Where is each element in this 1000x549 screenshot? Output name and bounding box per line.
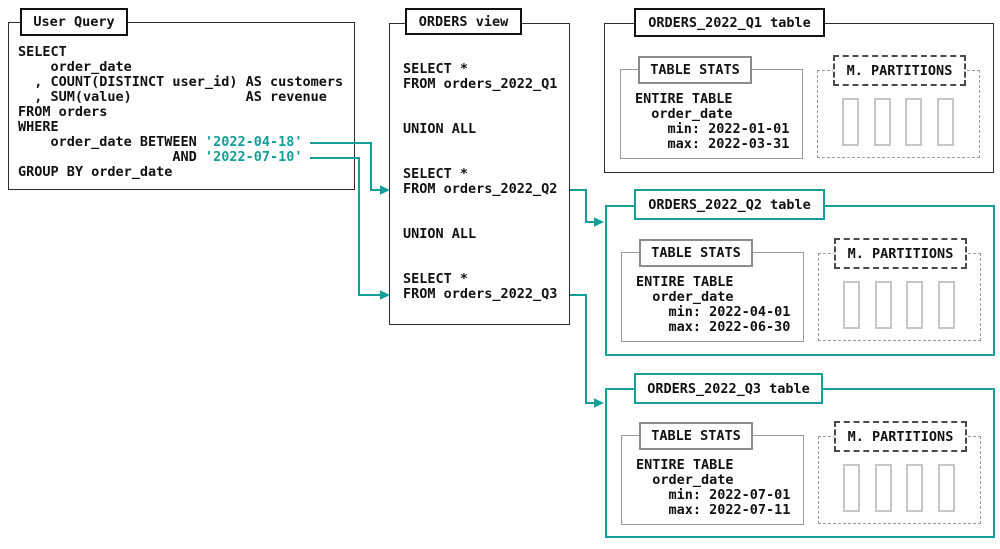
table-box-q2: TABLE STATS ENTIRE TABLE order_date min:… xyxy=(605,205,995,356)
user-query-box xyxy=(8,22,355,190)
date-from-literal: '2022-04-18' xyxy=(204,134,303,150)
arrow-view-to-q3-table xyxy=(570,294,594,404)
table-box-q1: TABLE STATS ENTIRE TABLE order_date min:… xyxy=(604,23,994,173)
partitions-title-q3: M. PARTITIONS xyxy=(834,421,967,452)
sql-text: AND xyxy=(172,149,197,165)
user-query-sql: SELECT order_date , COUNT(DISTINCT user_… xyxy=(18,44,344,181)
partition-cells-q1 xyxy=(842,98,954,146)
partition-cell xyxy=(843,464,860,512)
table-stats-box-q1: TABLE STATS ENTIRE TABLE order_date min:… xyxy=(620,56,803,159)
arrow-view-to-q2-table xyxy=(570,189,594,223)
partition-cell xyxy=(937,464,955,512)
table-stats-values-q2: ENTIRE TABLE order_date min: 2022-04-01 … xyxy=(636,274,791,335)
partition-cell xyxy=(906,464,923,512)
partition-cell xyxy=(874,464,892,512)
orders-view-sql: SELECT * FROM orders_2022_Q1 UNION ALL S… xyxy=(403,61,558,302)
partition-cell xyxy=(874,281,892,329)
partition-cell xyxy=(936,98,954,146)
partition-cell xyxy=(906,281,923,329)
table-box-q3: TABLE STATS ENTIRE TABLE order_date min:… xyxy=(605,388,995,538)
table-title-q2: ORDERS_2022_Q2 table xyxy=(634,189,825,220)
arrowhead xyxy=(594,398,604,408)
partitions-box-q3: M. PARTITIONS xyxy=(818,421,981,524)
table-title-q3: ORDERS_2022_Q3 table xyxy=(634,373,823,404)
partitions-box-q1: M. PARTITIONS xyxy=(817,55,980,158)
table-stats-box-q3: TABLE STATS ENTIRE TABLE order_date min:… xyxy=(621,422,804,525)
table-stats-title-q3: TABLE STATS xyxy=(639,422,753,450)
partitions-box-q2: M. PARTITIONS xyxy=(818,238,981,341)
date-to-literal: '2022-07-10' xyxy=(204,149,303,165)
orders-view-title: ORDERS view xyxy=(405,8,522,35)
table-title-q1: ORDERS_2022_Q1 table xyxy=(634,8,825,37)
partition-cell xyxy=(873,98,891,146)
partition-cell xyxy=(905,98,922,146)
partition-cells-q2 xyxy=(843,281,955,329)
partition-cell xyxy=(842,98,859,146)
partitions-title-q1: M. PARTITIONS xyxy=(833,55,966,86)
partitions-title-q2: M. PARTITIONS xyxy=(834,238,967,269)
partition-cells-q3 xyxy=(843,464,955,512)
partition-cell xyxy=(843,281,860,329)
partition-cell xyxy=(937,281,955,329)
table-stats-box-q2: TABLE STATS ENTIRE TABLE order_date min:… xyxy=(621,239,804,342)
table-stats-title-q2: TABLE STATS xyxy=(639,239,753,267)
table-stats-title-q1: TABLE STATS xyxy=(638,56,752,84)
user-query-title: User Query xyxy=(20,8,128,36)
sql-text: GROUP BY order_date xyxy=(18,164,173,180)
sql-text: SELECT order_date , COUNT(DISTINCT user_… xyxy=(18,44,344,150)
arrowhead xyxy=(594,217,604,227)
orders-view-box xyxy=(389,23,570,325)
table-stats-values-q1: ENTIRE TABLE order_date min: 2022-01-01 … xyxy=(635,91,790,152)
table-stats-values-q3: ENTIRE TABLE order_date min: 2022-07-01 … xyxy=(636,457,791,518)
